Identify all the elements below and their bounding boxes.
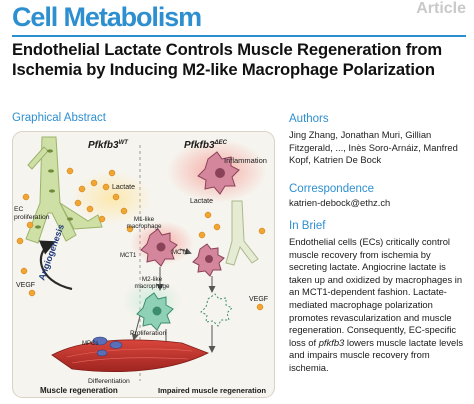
article-title: Endothelial Lactate Controls Muscle Rege… <box>12 40 443 79</box>
article-type-label: Article <box>416 0 466 17</box>
angiogenesis-arrow <box>38 240 73 291</box>
in-brief-heading: In Brief <box>289 220 326 232</box>
lactate-label-left: Lactate <box>112 184 135 191</box>
correspondence-email[interactable]: katrien-debock@ethz.ch <box>289 197 391 208</box>
vegf-label-right: VEGF <box>249 296 268 303</box>
wt-label: Pfkfb3WT <box>88 140 129 151</box>
blood-vessel-right <box>225 200 259 266</box>
impaired-regeneration-label: Impaired muscle regeneration <box>158 386 266 395</box>
m1-macrophage-right <box>192 243 225 277</box>
mct1-label-left: MCT1 <box>120 253 137 259</box>
m1-macrophage-left <box>140 228 178 267</box>
in-brief-text-part2: lowers muscle lactate levels and impairs… <box>289 336 464 373</box>
proliferation-label: Proliferation <box>130 330 166 337</box>
m2-macrophage-dashed <box>200 293 233 327</box>
authors-heading: Authors <box>289 113 329 125</box>
ko-label: Pfkfb3ΔEC <box>184 140 228 151</box>
in-brief-text-part1: Endothelial cells (ECs) critically contr… <box>289 236 463 348</box>
inflammation-macrophage <box>197 151 240 195</box>
mct1-label-right: MCT1 <box>172 250 189 256</box>
graphical-abstract-heading: Graphical Abstract <box>12 112 106 124</box>
muscle-regeneration-label: Muscle regeneration <box>40 386 118 395</box>
muscle-fiber <box>51 339 209 372</box>
journal-name: Cell Metabolism <box>12 2 202 32</box>
vegf-label-left: VEGF <box>16 282 35 289</box>
mpc-cells <box>92 336 123 357</box>
in-brief-gene: pfkfb3 <box>318 336 345 348</box>
inflammation-label: Inflammation <box>224 156 267 165</box>
authors-list: Jing Zhang, Jonathan Muri, Gillian Fitzg… <box>289 129 458 166</box>
lactate-label-right: Lactate <box>190 198 213 205</box>
mpcs-label: MPCs <box>82 341 98 347</box>
correspondence-heading: Correspondence <box>289 183 375 195</box>
lactate-molecules <box>16 167 266 311</box>
header-rule <box>12 35 466 37</box>
differentiation-label: Differentiation <box>88 378 130 385</box>
m2-macrophage <box>136 292 174 331</box>
in-brief-text: Endothelial cells (ECs) critically contr… <box>289 236 469 375</box>
